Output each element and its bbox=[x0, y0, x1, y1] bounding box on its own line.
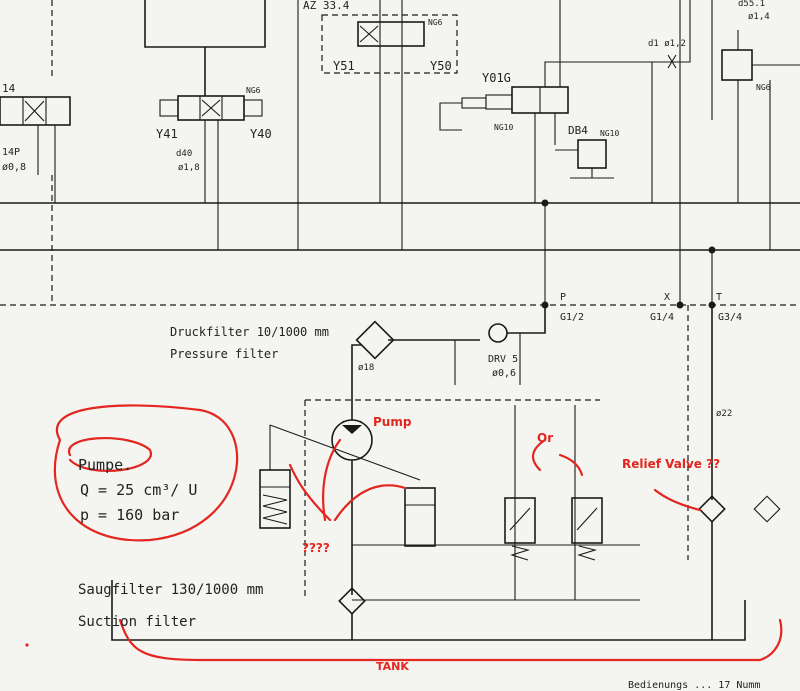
annotation-or: Or bbox=[537, 431, 553, 445]
port-g34: G3/4 bbox=[718, 312, 742, 323]
annotation-relief-valve: Relief Valve ?? bbox=[622, 457, 720, 471]
top-box bbox=[144, 0, 266, 96]
label-drv-phi: ø0,6 bbox=[492, 368, 516, 379]
valve-14 bbox=[0, 0, 71, 305]
footer-text: Bedienungs ... 17 Numm bbox=[628, 680, 760, 691]
top-bus-lines bbox=[0, 202, 800, 306]
annotation-tank: TANK bbox=[376, 660, 409, 673]
arrow-6 bbox=[653, 488, 702, 512]
port-g14: G1/4 bbox=[650, 312, 674, 323]
pump-box-line2: Q = 25 cm³/ U bbox=[80, 481, 197, 499]
arrow-5 bbox=[558, 453, 584, 477]
valve-y41-y40 bbox=[159, 0, 299, 250]
arrow-2 bbox=[288, 463, 332, 522]
annotation-pump: Pump bbox=[373, 415, 412, 429]
label-ng6-a: NG6 bbox=[428, 18, 443, 27]
pump-symbol bbox=[269, 419, 421, 595]
label-az: AZ 33.4 bbox=[303, 0, 350, 12]
valve-d55 bbox=[679, 0, 800, 305]
arrow-3 bbox=[333, 484, 407, 522]
valve-y51-y50 bbox=[321, 0, 458, 250]
pump-box-line1: Pumpe. bbox=[78, 456, 132, 474]
power-unit-box bbox=[304, 305, 689, 601]
port-x: X bbox=[664, 292, 670, 303]
suction-filter bbox=[338, 587, 366, 640]
annotation-question: ???? bbox=[302, 541, 330, 555]
label-y50: Y50 bbox=[430, 59, 452, 73]
suction-filter-en: Suction filter bbox=[78, 614, 196, 630]
cylinder-left bbox=[259, 469, 291, 529]
label-y51: Y51 bbox=[333, 59, 355, 73]
label-y01g: Y01G bbox=[482, 71, 511, 85]
label-phi14: ø1,4 bbox=[748, 12, 770, 22]
label-ng10-b: NG10 bbox=[600, 129, 619, 138]
label-ng10-a: NG10 bbox=[494, 123, 513, 132]
pump-circle-outer bbox=[53, 404, 239, 542]
label-14p: 14P bbox=[2, 147, 20, 158]
label-phi08: ø0,8 bbox=[2, 162, 26, 173]
label-y41: Y41 bbox=[156, 127, 178, 141]
port-junctions bbox=[541, 199, 716, 309]
pressure-filter-en: Pressure filter bbox=[170, 347, 278, 361]
red-annotations bbox=[25, 404, 783, 662]
port-g12: G1/2 bbox=[560, 312, 584, 323]
relief-valve-a bbox=[504, 497, 536, 561]
pump-box-line3: p = 160 bar bbox=[80, 506, 179, 524]
suction-filter-de: Saugfilter 130/1000 mm bbox=[78, 582, 263, 598]
port-p: P bbox=[560, 292, 566, 303]
label-14: 14 bbox=[2, 82, 16, 95]
text-labels: AZ 33.4 Y51 Y50 Y41 Y40 Y01G DB4 NG6 NG6… bbox=[2, 0, 771, 691]
pressure-filter-de: Druckfilter 10/1000 mm bbox=[170, 325, 329, 339]
tank-underline bbox=[118, 618, 783, 662]
label-d40: d40 bbox=[176, 149, 192, 159]
label-y40: Y40 bbox=[250, 127, 272, 141]
pump-circle-inner bbox=[68, 436, 152, 472]
label-d1: d1 ø1,2 bbox=[648, 39, 686, 49]
label-phi18: ø18 bbox=[358, 363, 374, 373]
label-ng6-c: NG6 bbox=[756, 83, 771, 92]
cylinder-right bbox=[380, 487, 436, 547]
label-phi22: ø22 bbox=[716, 409, 732, 419]
valve-y01g bbox=[439, 0, 691, 305]
port-t: T bbox=[716, 292, 722, 303]
label-db4: DB4 bbox=[568, 124, 588, 137]
relief-valve-b bbox=[571, 497, 603, 561]
label-phi18a: ø1,8 bbox=[178, 163, 200, 173]
label-d55: d55.1 bbox=[738, 0, 765, 9]
pressure-line bbox=[351, 305, 546, 420]
arrow-1 bbox=[322, 438, 342, 522]
label-drv: DRV 5 bbox=[488, 354, 518, 365]
tank-outline bbox=[111, 305, 781, 641]
label-ng6-b: NG6 bbox=[246, 86, 261, 95]
arrow-4 bbox=[532, 438, 547, 472]
